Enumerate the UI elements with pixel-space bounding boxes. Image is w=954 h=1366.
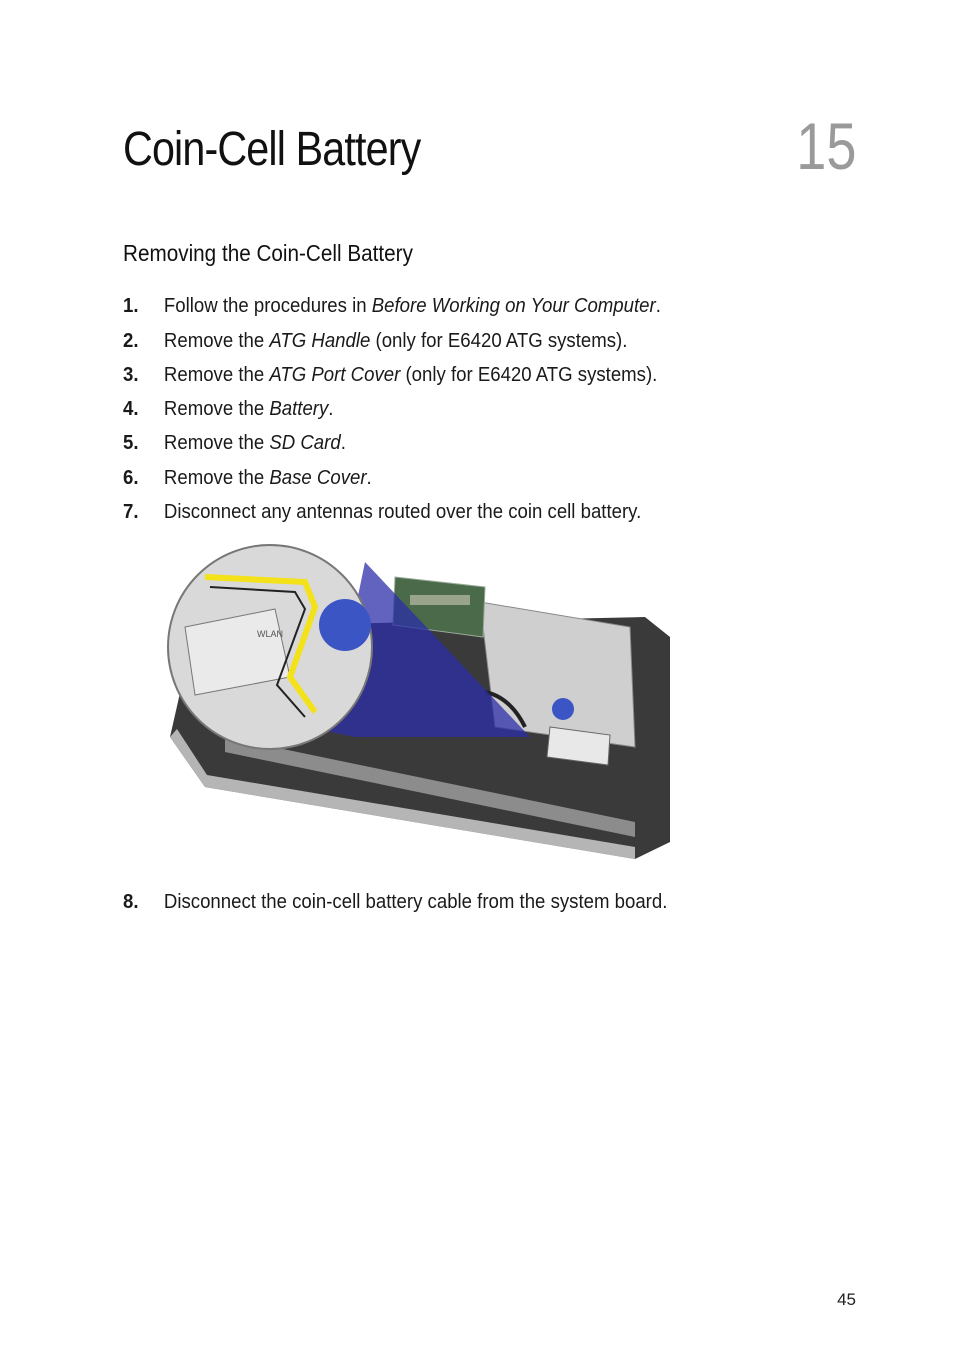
- step-number: 1.: [123, 295, 139, 317]
- laptop-illustration: WLAN: [167, 544, 670, 859]
- coin-cell-battery: [552, 698, 574, 720]
- step-text: Remove the: [163, 467, 270, 489]
- zoom-wlan-label: WLAN: [257, 629, 283, 639]
- zoom-antenna-cable: [209, 586, 307, 718]
- step-number: 2.: [123, 330, 139, 352]
- step-text-end: .: [340, 432, 346, 454]
- step-number: 6.: [123, 467, 139, 489]
- page-number: 45: [837, 1290, 856, 1309]
- laptop-front-edge: [170, 729, 635, 859]
- step-link-before-working[interactable]: Before Working on Your Computer: [371, 295, 656, 317]
- step-text-end: .: [655, 295, 661, 317]
- step-text-end: .: [366, 467, 372, 489]
- magnification-cone: [330, 562, 530, 737]
- step-7: 7. Disconnect any antennas routed over th…: [123, 501, 641, 524]
- section-heading: Removing the Coin-Cell Battery: [123, 240, 413, 266]
- step-6: 6. Remove the Base Cover.: [123, 467, 372, 490]
- laptop-front-strip: [225, 737, 635, 837]
- step-link-sd-card[interactable]: SD Card: [269, 432, 341, 454]
- step-text: Remove the: [163, 364, 270, 386]
- step-text-end: (only for E6420 ATG systems).: [370, 330, 628, 352]
- chapter-title: Coin-Cell Battery: [123, 123, 421, 176]
- step-number: 4.: [123, 398, 139, 420]
- step-8: 8. Disconnect the coin-cell battery cable…: [123, 891, 667, 914]
- step-5: 5. Remove the SD Card.: [123, 432, 346, 455]
- step-link-atg-port-cover[interactable]: ATG Port Cover: [269, 364, 401, 386]
- wlan-card: [546, 726, 611, 766]
- step-1: 1. Follow the procedures in Before Workin…: [123, 295, 661, 318]
- step-4: 4. Remove the Battery.: [123, 398, 333, 421]
- coin-cell-antenna-figure: WLAN: [165, 537, 675, 862]
- step-link-battery[interactable]: Battery: [269, 398, 329, 420]
- memory-chip: [410, 595, 470, 605]
- antenna-highlight: [204, 574, 319, 714]
- step-text: Remove the: [163, 432, 270, 454]
- step-link-base-cover[interactable]: Base Cover: [269, 467, 367, 489]
- chapter-number: 15: [795, 109, 856, 183]
- step-number: 3.: [123, 364, 139, 386]
- zoom-coin-cell: [319, 599, 371, 651]
- step-link-atg-handle[interactable]: ATG Handle: [269, 330, 371, 352]
- step-text: Disconnect any antennas routed over the …: [163, 501, 642, 523]
- step-number: 8.: [123, 891, 139, 913]
- step-3: 3. Remove the ATG Port Cover (only for E6…: [123, 364, 657, 387]
- step-text: Remove the: [163, 330, 270, 352]
- step-number: 7.: [123, 501, 139, 523]
- step-text: Remove the: [163, 398, 270, 420]
- step-text-end: (only for E6420 ATG systems).: [400, 364, 658, 386]
- antenna-cable: [484, 690, 527, 728]
- step-2: 2. Remove the ATG Handle (only for E6420 …: [123, 330, 627, 353]
- optical-drive: [479, 601, 636, 748]
- step-text: Follow the procedures in: [163, 295, 372, 317]
- step-number: 5.: [123, 432, 139, 454]
- step-text: Disconnect the coin-cell battery cable f…: [163, 891, 668, 913]
- step-text-end: .: [328, 398, 334, 420]
